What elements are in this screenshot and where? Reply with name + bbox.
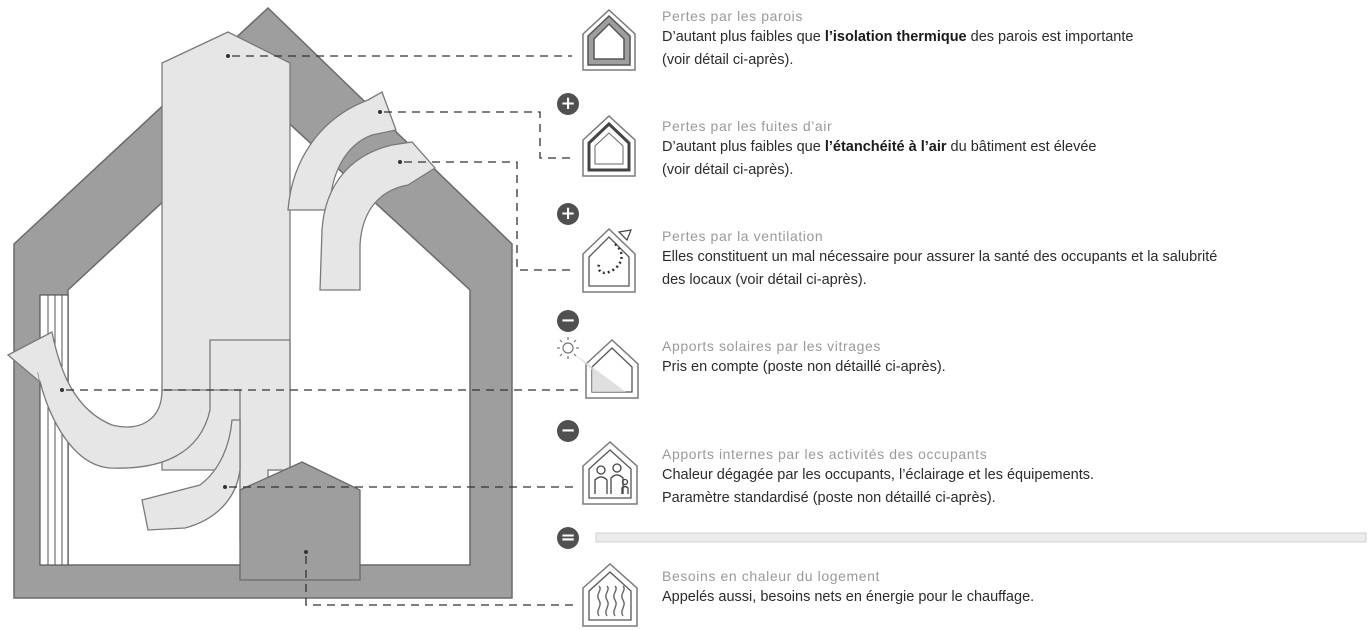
text-run: des locaux (voir détail ci-après).: [662, 272, 867, 288]
text-run: D’autant plus faibles que: [662, 29, 825, 45]
item-heating-needs: Besoins en chaleur du logement Appelés a…: [662, 566, 1362, 609]
house-ventilation-icon: [582, 227, 636, 293]
ventilation-flow: [319, 141, 436, 291]
minus-operator-1: −: [557, 310, 579, 332]
text-bold: l’étanchéité à l’air: [824, 139, 947, 155]
item-description: Chaleur dégagée par les occupants, l’écl…: [662, 464, 1362, 510]
plus-operator-1: +: [557, 93, 579, 115]
house-heating-icon: [582, 562, 638, 627]
item-title: Apports internes par les activités des o…: [662, 446, 988, 462]
item-description: D’autant plus faibles que l’isolation th…: [662, 26, 1362, 72]
text-run: (voir détail ci-après).: [662, 162, 794, 178]
item-title: Besoins en chaleur du logement: [662, 568, 881, 584]
item-description: Appelés aussi, besoins nets en énergie p…: [662, 586, 1362, 609]
item-title: Apports solaires par les vitrages: [662, 338, 881, 354]
item-internal-gains: Apports internes par les activités des o…: [662, 444, 1362, 510]
leader-lines: [66, 55, 582, 606]
plus-operator-2: +: [557, 203, 579, 225]
minus-operator-2: −: [557, 420, 579, 442]
leader-dots: [60, 54, 402, 554]
item-description: Elles constituent un mal nécessaire pour…: [662, 246, 1362, 292]
heating-need-block: [239, 461, 361, 581]
item-description: D’autant plus faibles que l’étanchéité à…: [662, 136, 1362, 182]
text-run: Pris en compte (poste non détaillé ci-ap…: [662, 359, 946, 375]
item-ventilation-losses: Pertes par la ventilation Elles constitu…: [662, 226, 1362, 292]
equals-bar: [595, 532, 1367, 543]
text-run: (voir détail ci-après).: [662, 52, 794, 68]
item-wall-losses: Pertes par les parois D’autant plus faib…: [662, 6, 1362, 72]
text-run: Paramètre standardisé (poste non détaill…: [662, 490, 996, 506]
text-run: Elles constituent un mal nécessaire pour…: [662, 249, 1218, 265]
item-title: Pertes par les parois: [662, 8, 803, 24]
item-description: Pris en compte (poste non détaillé ci-ap…: [662, 356, 1362, 379]
text-run: Appelés aussi, besoins nets en énergie p…: [662, 589, 1035, 605]
item-title: Pertes par les fuites d’air: [662, 118, 833, 134]
house-occupants-icon: [582, 440, 638, 505]
item-title: Pertes par la ventilation: [662, 228, 824, 244]
internal-gain-flow: [141, 419, 241, 531]
air-leak-flow: [287, 91, 397, 211]
item-solar-gains: Apports solaires par les vitrages Pris e…: [662, 336, 1362, 379]
text-run: Chaleur dégagée par les occupants, l’écl…: [662, 467, 1095, 483]
equals-operator: =: [557, 527, 579, 549]
item-air-leak-losses: Pertes par les fuites d’air D’autant plu…: [662, 116, 1362, 182]
text-run: du bâtiment est élevée: [946, 139, 1097, 155]
house-walls-icon: [582, 8, 636, 71]
house-airtight-icon: [582, 114, 636, 177]
house-sun-icon: [557, 337, 639, 399]
text-bold: l’isolation thermique: [824, 29, 967, 45]
solar-gain-flow: [6, 331, 211, 469]
text-run: des parois est importante: [966, 29, 1134, 45]
text-run: D’autant plus faibles que: [662, 139, 825, 155]
solar-gain-flow-inner: [38, 332, 52, 382]
